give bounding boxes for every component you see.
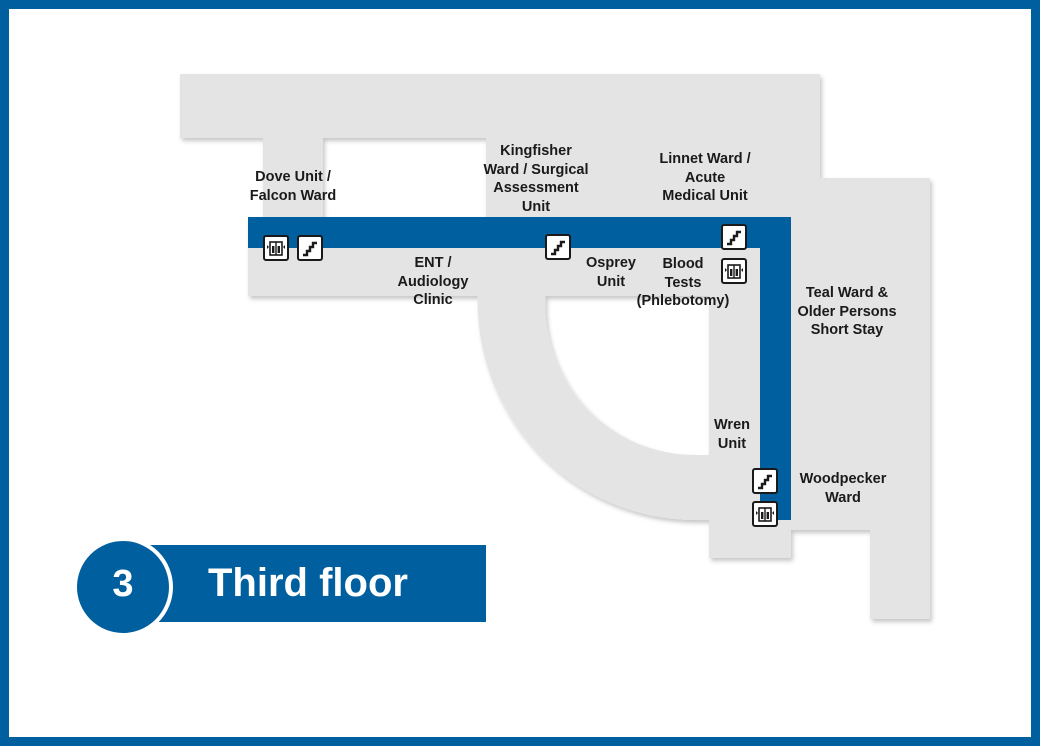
label-ent: ENT / Audiology Clinic — [397, 255, 469, 308]
label-wren: Wren Unit — [714, 417, 750, 452]
floor-number: 3 — [112, 563, 134, 605]
stairs-icon — [297, 235, 323, 261]
lift-icon — [752, 501, 778, 527]
stairs-icon — [721, 224, 747, 250]
curved-wing — [477, 290, 709, 521]
floor-banner — [150, 545, 486, 622]
label-kingfisher: Kingfisher Ward / Surgical Assessment Un… — [483, 143, 589, 215]
floor-title: Third floor — [208, 561, 408, 605]
label-dove-falcon: Dove Unit / Falcon Ward — [249, 169, 337, 204]
label-blood-tests: Blood Tests (Phlebotomy) — [636, 256, 730, 309]
woodpecker-wing — [870, 510, 930, 619]
lift-icon — [263, 235, 289, 261]
teal-wing — [790, 178, 930, 530]
label-woodpecker: Woodpecker Ward — [799, 471, 887, 506]
floor-number-circle — [73, 537, 173, 637]
top-wing — [180, 74, 820, 138]
lift-icon — [721, 258, 747, 284]
stairs-icon — [752, 468, 778, 494]
label-osprey: Osprey Unit — [586, 255, 636, 290]
label-teal: Teal Ward & Older Persons Short Stay — [797, 285, 897, 338]
dove-wing — [263, 130, 323, 225]
label-linnet: Linnet Ward / Acute Medical Unit — [659, 151, 751, 204]
kingfisher-wing — [486, 130, 820, 225]
stairs-icon — [545, 234, 571, 260]
